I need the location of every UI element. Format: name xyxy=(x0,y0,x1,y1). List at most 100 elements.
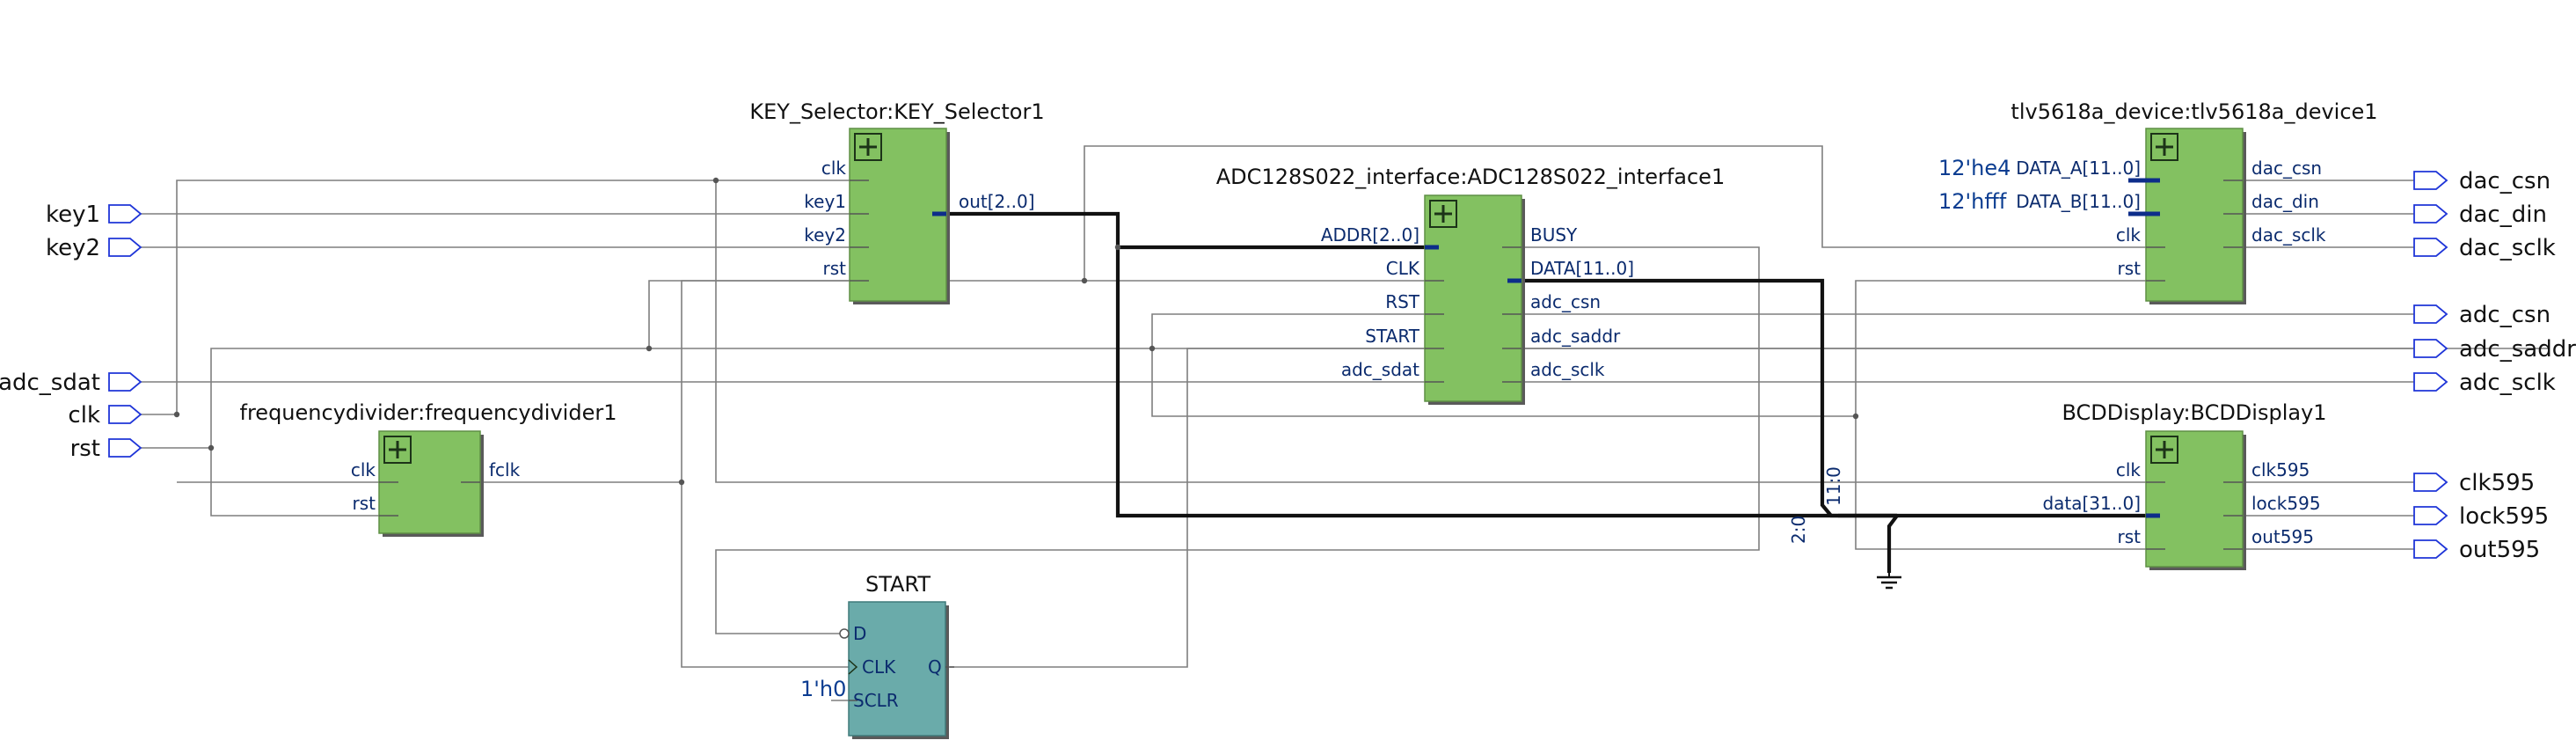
block-bcd[interactable]: BCDDisplay:BCDDisplay1 clk data[31..0] r… xyxy=(2042,400,2327,570)
pin-label: out[2..0] xyxy=(959,191,1035,212)
pin-label: dac_sclk xyxy=(2251,224,2326,246)
output-port-clk595[interactable]: clk595 xyxy=(2413,470,2535,496)
wire-rst-key xyxy=(648,280,850,348)
expand-icon[interactable] xyxy=(383,436,412,464)
pin-label: DATA_A[11..0] xyxy=(2016,158,2141,179)
output-port-label: lock595 xyxy=(2459,503,2549,530)
output-port-symbol xyxy=(2413,339,2448,358)
junction-dot xyxy=(1081,277,1088,284)
pin-label: clk xyxy=(351,459,376,480)
pin-label: D xyxy=(853,623,866,644)
pin-label: ADDR[2..0] xyxy=(1321,224,1419,246)
pin-label: data[31..0] xyxy=(2042,493,2141,514)
input-port-label: adc_sdat xyxy=(0,370,100,396)
output-port-dac_din[interactable]: dac_din xyxy=(2413,202,2547,228)
output-port-dac_csn[interactable]: dac_csn xyxy=(2413,168,2550,194)
wire-busy xyxy=(715,246,1760,634)
block-title: BCDDisplay:BCDDisplay1 xyxy=(2062,400,2326,425)
block-title: ADC128S022_interface:ADC128S022_interfac… xyxy=(1216,165,1725,189)
constant-value: 12'he4 xyxy=(1938,156,2010,180)
wire-rst-dac xyxy=(1855,280,2146,416)
input-port-clk[interactable]: clk xyxy=(68,402,142,429)
bus-data-to-bcd xyxy=(1504,278,2146,518)
pin-label: dac_csn xyxy=(2251,158,2322,179)
pin-label: out595 xyxy=(2251,526,2314,547)
output-port-label: out595 xyxy=(2459,537,2540,563)
pin-label: rst xyxy=(823,258,847,279)
output-port-symbol xyxy=(2413,372,2448,392)
pin-label: rst xyxy=(2118,258,2142,279)
output-port-label: dac_din xyxy=(2459,202,2547,228)
block-freqdiv[interactable]: frequencydivider:frequencydivider1 clk r… xyxy=(240,400,617,537)
block-title: frequencydivider:frequencydivider1 xyxy=(240,400,617,425)
expand-icon[interactable] xyxy=(2150,133,2178,161)
junction-dot xyxy=(678,479,685,486)
output-port-symbol xyxy=(2413,238,2448,257)
junction-dot xyxy=(173,411,180,418)
output-port-label: adc_saddr xyxy=(2459,336,2576,363)
input-port-label: key1 xyxy=(46,202,100,228)
junction-dots xyxy=(173,177,1859,486)
output-port-label: adc_sclk xyxy=(2459,370,2556,396)
pin-label: CLK xyxy=(862,656,896,678)
pin-label: CLK xyxy=(1386,258,1420,279)
junction-dot xyxy=(1149,345,1156,352)
wire-fclk-adc xyxy=(681,145,2146,482)
pin-label: adc_csn xyxy=(1530,291,1601,312)
block-title: START xyxy=(865,572,930,597)
pin-label: DATA[11..0] xyxy=(1530,258,1634,279)
pin-label: rst xyxy=(2118,526,2142,547)
block-adc[interactable]: ADC128S022_interface:ADC128S022_interfac… xyxy=(1216,165,1725,405)
output-port-symbol xyxy=(2413,539,2448,559)
output-port-adc_saddr[interactable]: adc_saddr xyxy=(2413,336,2576,363)
expand-icon[interactable] xyxy=(854,133,882,161)
block-title: tlv5618a_device:tlv5618a_device1 xyxy=(2010,99,2377,124)
bus-out-to-addr xyxy=(937,211,1425,250)
output-port-out595[interactable]: out595 xyxy=(2413,537,2540,563)
block-start-register[interactable]: START D CLK SCLR Q 1'h0 xyxy=(800,572,954,739)
input-port-label: key2 xyxy=(46,235,100,261)
output-port-label: dac_sclk xyxy=(2459,235,2556,261)
bus-ground-tap xyxy=(1886,514,1899,573)
pin-label: key1 xyxy=(804,191,846,212)
pin-label: clk xyxy=(2116,459,2142,480)
input-port-rst[interactable]: rst xyxy=(70,436,142,462)
constant-value: 1'h0 xyxy=(800,677,846,701)
block-key-selector[interactable]: KEY_Selector:KEY_Selector1 clk key1 key2… xyxy=(749,99,1045,304)
pin-label: key2 xyxy=(804,224,846,246)
input-port-key1[interactable]: key1 xyxy=(46,202,142,228)
junction-dot xyxy=(208,444,215,451)
output-port-label: adc_csn xyxy=(2459,302,2550,328)
junction-dot xyxy=(712,177,719,184)
block-body xyxy=(1424,194,1522,402)
inverter-bubble-icon xyxy=(839,628,850,639)
output-port-symbol xyxy=(2413,506,2448,525)
pin-label: SCLR xyxy=(853,690,899,711)
output-port-adc_sclk[interactable]: adc_sclk xyxy=(2413,370,2556,396)
pin-label: RST xyxy=(1385,291,1420,312)
pin-label: clk595 xyxy=(2251,459,2310,480)
junction-dot xyxy=(1852,413,1859,420)
pin-label: fclk xyxy=(489,459,521,480)
expand-icon[interactable] xyxy=(1429,200,1457,228)
wire-rst-adc xyxy=(1151,313,1425,348)
pin-label: Q xyxy=(928,656,942,678)
input-port-adc_sdat[interactable]: adc_sdat xyxy=(0,370,142,396)
output-port-lock595[interactable]: lock595 xyxy=(2413,503,2549,530)
output-port-adc_csn[interactable]: adc_csn xyxy=(2413,302,2550,328)
wire-rst-bcd2 xyxy=(1855,416,2146,550)
input-port-symbol xyxy=(108,238,142,257)
output-port-symbol xyxy=(2413,171,2448,190)
output-ports: dac_csn dac_din dac_sclk adc_csn adc_sad… xyxy=(2413,168,2576,563)
pin-label: adc_sclk xyxy=(1530,359,1605,380)
output-port-symbol xyxy=(2413,304,2448,324)
pin-label: clk xyxy=(2116,224,2142,246)
output-port-label: clk595 xyxy=(2459,470,2535,496)
block-dac[interactable]: tlv5618a_device:tlv5618a_device1 12'he4 … xyxy=(1938,99,2378,304)
output-port-symbol xyxy=(2413,204,2448,224)
expand-icon[interactable] xyxy=(2150,436,2178,464)
wire-fclk xyxy=(480,481,849,668)
input-port-key2[interactable]: key2 xyxy=(46,235,142,261)
output-port-dac_sclk[interactable]: dac_sclk xyxy=(2413,235,2556,261)
